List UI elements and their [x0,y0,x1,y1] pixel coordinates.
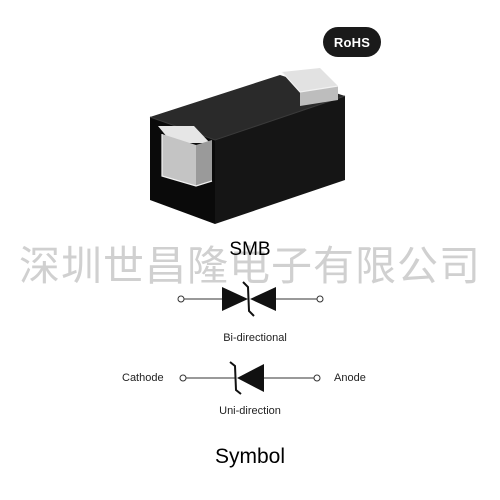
package-top-face [150,75,345,140]
anode-label: Anode [334,372,366,384]
bi-right-triangle-icon [250,287,276,311]
right-terminal-top [282,68,338,92]
rohs-badge: RoHS [323,27,381,57]
smb-package-image [149,68,346,224]
right-terminal-outline [281,71,339,93]
bi-left-triangle-icon [222,287,248,311]
left-terminal-outline [161,134,213,187]
left-terminal-front [162,134,196,186]
uni-triangle-icon [237,364,264,392]
company-watermark: 深圳世昌隆电子有限公司 [19,242,481,290]
symbol-section-title: Symbol [214,445,286,468]
package-right-face [215,96,345,224]
package-name-label: SMB [229,239,271,260]
package-top-edge [149,95,346,141]
cathode-label: Cathode [122,372,164,384]
unidirectional-caption: Uni-direction [219,405,281,417]
uni-anode-terminal-icon [313,374,321,382]
bidirectional-caption: Bi-directional [223,332,287,344]
left-terminal-side [196,140,212,186]
uni-cathode-terminal-icon [179,374,187,382]
uni-zener-bar-icon [229,361,242,395]
bi-right-terminal-icon [316,295,324,303]
bi-zener-bar-icon [242,281,255,317]
